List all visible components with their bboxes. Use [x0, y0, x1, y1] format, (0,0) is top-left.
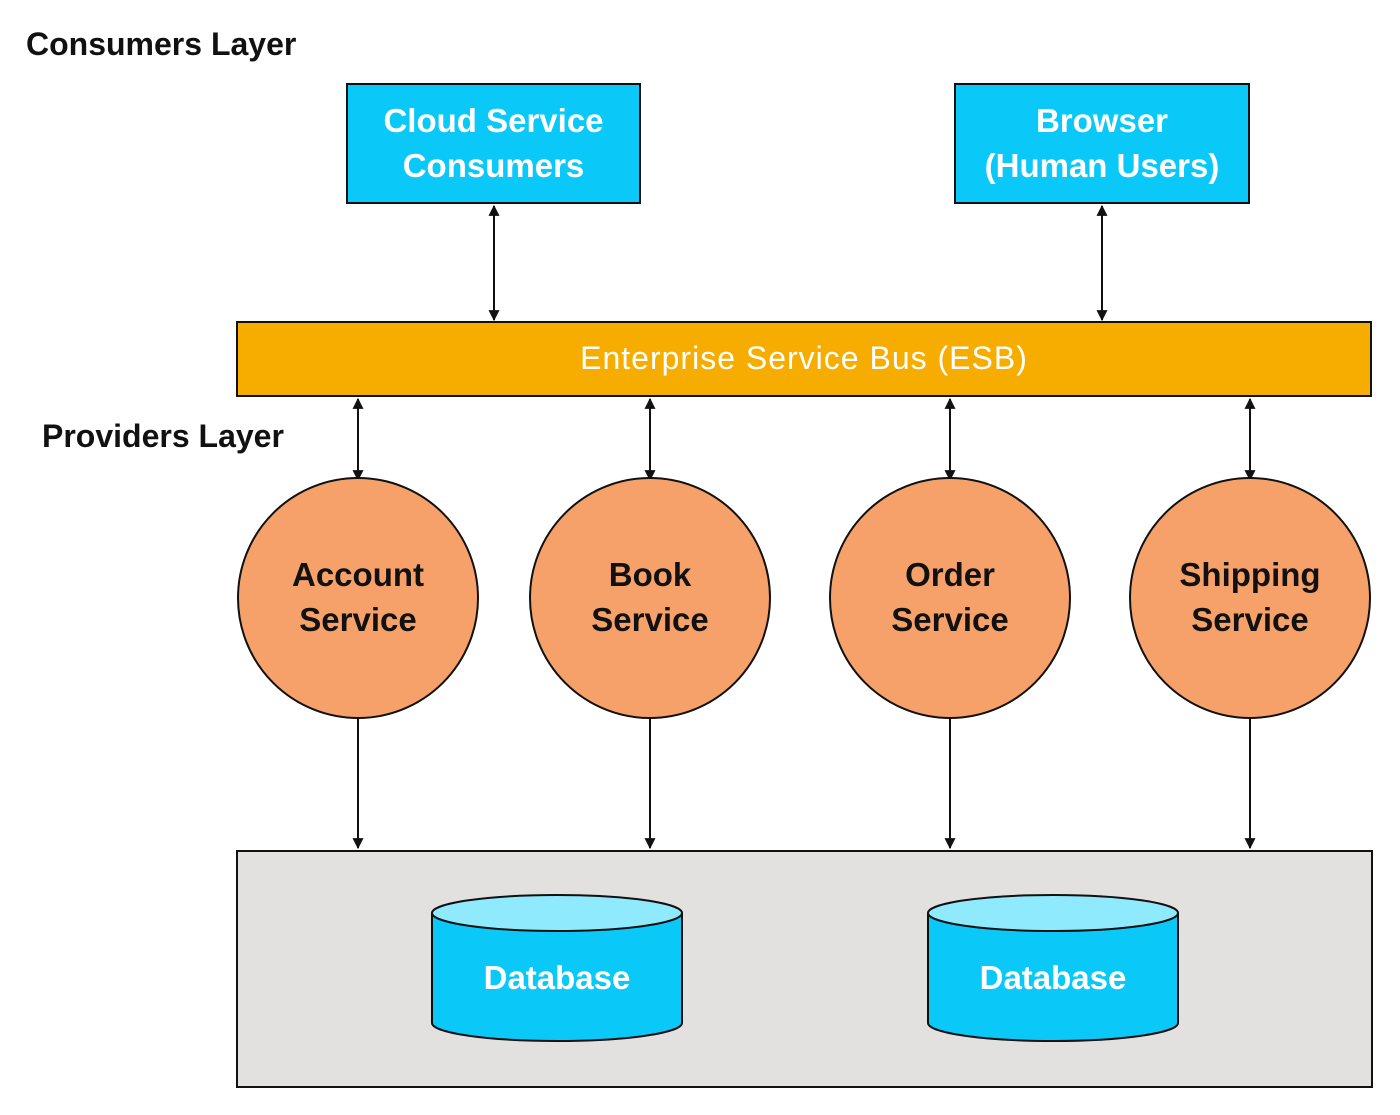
book-service-label: Book Service: [530, 478, 770, 718]
browser-box: [954, 83, 1250, 204]
account-service-label: Account Service: [238, 478, 478, 718]
shipping-service-line2: Service: [1191, 601, 1309, 638]
cloud-service-consumers-line2: Consumers: [402, 146, 585, 184]
database-cylinder-1: [431, 894, 683, 1042]
providers-layer-label: Providers Layer: [42, 418, 284, 454]
database-label-2: Database: [979, 958, 1127, 996]
book-service-line2: Service: [591, 601, 709, 638]
database-cylinder-2: [927, 894, 1179, 1042]
browser-line2: (Human Users): [984, 146, 1220, 184]
account-service-line1: Account: [292, 556, 424, 594]
order-service-label: Order Service: [830, 478, 1070, 718]
order-service-line1: Order: [905, 556, 995, 594]
book-service-line1: Book: [608, 556, 692, 594]
esb-bar: [236, 321, 1372, 397]
shipping-service-line1: Shipping: [1179, 556, 1321, 594]
order-service-line2: Service: [891, 601, 1009, 638]
account-service-line2: Service: [299, 601, 417, 638]
esb-label: Enterprise Service Bus (ESB): [580, 340, 1028, 377]
browser-line1: Browser: [1035, 101, 1169, 139]
data-layer-panel: [236, 850, 1373, 1088]
cloud-service-consumers-line1: Cloud Service: [383, 101, 604, 139]
database-label-1: Database: [483, 958, 631, 996]
shipping-service-label: Shipping Service: [1130, 478, 1370, 718]
consumers-layer-label: Consumers Layer: [26, 26, 297, 62]
cloud-service-consumers-label: Cloud Service Consumers: [347, 84, 640, 203]
browser-label: Browser (Human Users): [955, 84, 1249, 203]
cloud-service-consumers-box: [346, 83, 641, 204]
